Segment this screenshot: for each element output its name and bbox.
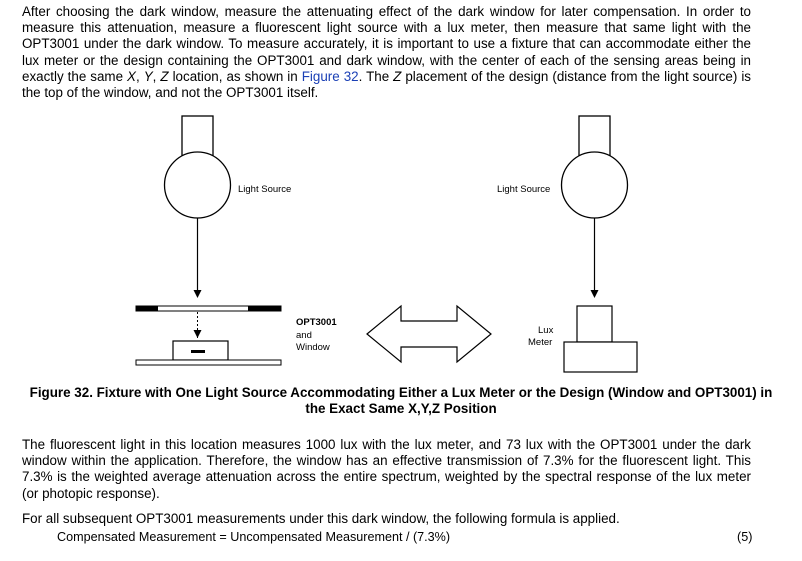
right-light-source <box>560 115 629 298</box>
lamp-bulb <box>560 151 629 219</box>
paragraph-text: placement of the design (distance from t… <box>22 68 751 101</box>
lux-meter-sensor <box>576 305 613 343</box>
lux-label: Lux <box>538 325 554 336</box>
window-label: Window <box>296 342 330 353</box>
and-label: and <box>296 330 312 341</box>
sensor-chip <box>191 350 205 353</box>
paragraph-text: location, as shown in <box>168 68 302 84</box>
equation-number: (5) <box>737 530 753 544</box>
design-assembly <box>135 305 282 366</box>
lamp-bulb <box>163 151 232 219</box>
coord-y: Y <box>143 68 153 84</box>
results-paragraph: The fluorescent light in this location m… <box>22 437 751 501</box>
paragraph-text: . The <box>358 68 394 84</box>
comma: , <box>135 68 144 84</box>
board <box>135 359 282 366</box>
right-light-label: Light Source <box>497 184 551 195</box>
formula-intro: For all subsequent OPT3001 measurements … <box>22 511 620 526</box>
left-light-label: Light Source <box>238 184 292 195</box>
lux-meter-body <box>563 341 638 373</box>
lux-meter <box>563 305 638 373</box>
left-light-source <box>163 115 232 298</box>
double-arrow <box>366 304 492 364</box>
figure-caption: Figure 32. Fixture with One Light Source… <box>29 385 773 416</box>
meter-label: Meter <box>528 337 553 348</box>
center-arrow <box>193 330 202 338</box>
paragraph-text: After choosing the dark window, measure … <box>22 4 751 84</box>
comma: , <box>152 68 161 84</box>
coord-x: X <box>127 68 136 84</box>
coord-z: Z <box>393 68 402 84</box>
intro-paragraph: After choosing the dark window, measure … <box>22 4 751 101</box>
window-frame-right <box>248 306 281 311</box>
window-frame-left <box>136 306 158 311</box>
coord-z: Z <box>160 68 169 84</box>
formula: Compensated Measurement = Uncompensated … <box>57 530 451 544</box>
figure-link[interactable]: Figure 32 <box>301 68 359 84</box>
opt3001-label: OPT3001 <box>296 317 337 328</box>
